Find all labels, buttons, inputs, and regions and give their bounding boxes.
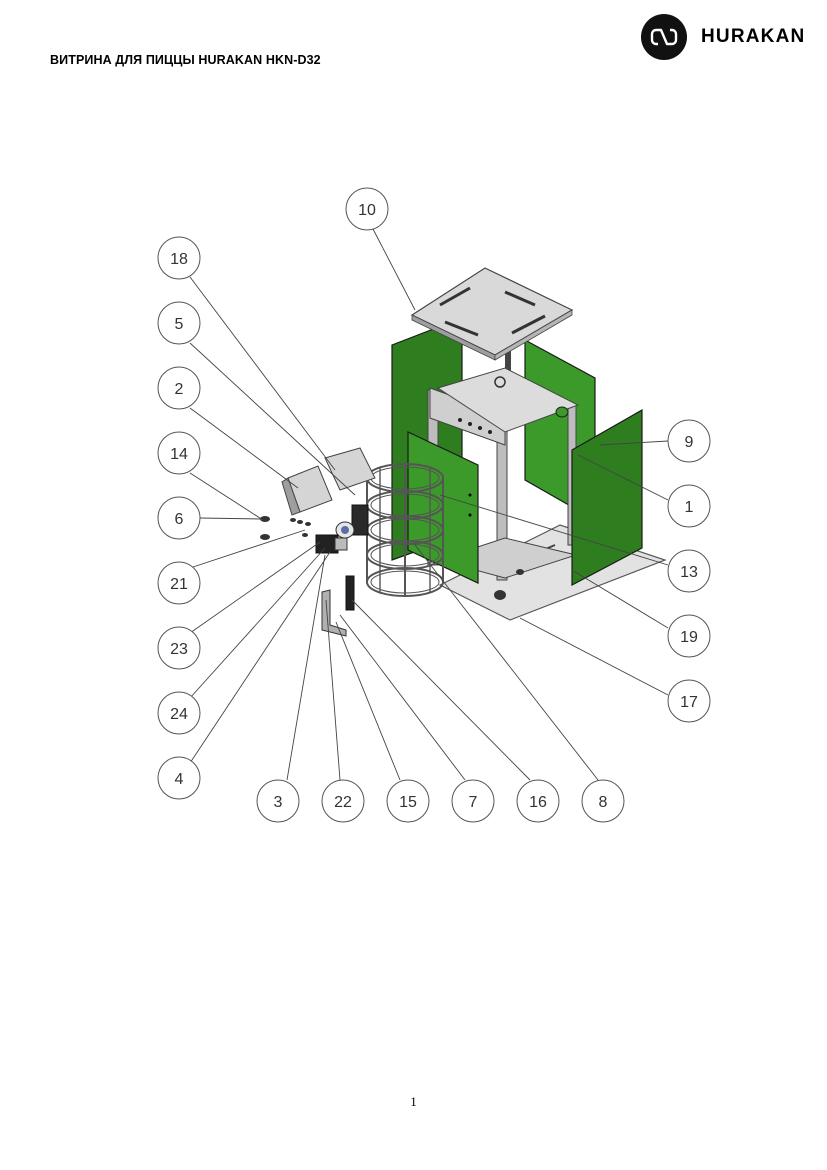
- callout-14: 14: [157, 431, 201, 475]
- svg-text:23: 23: [170, 641, 188, 658]
- callout-7: 7: [451, 779, 495, 823]
- callout-23: 23: [157, 626, 201, 670]
- hurakan-logo-icon: [641, 14, 687, 60]
- callout-13: 13: [667, 549, 711, 593]
- brand-name: HURAKAN: [701, 26, 806, 47]
- callout-15: 15: [386, 779, 430, 823]
- document-title: ВИТРИНА ДЛЯ ПИЦЦЫ HURAKAN HKN-D32: [50, 53, 321, 67]
- svg-text:5: 5: [175, 316, 184, 333]
- svg-text:13: 13: [680, 564, 698, 581]
- svg-text:7: 7: [469, 794, 478, 811]
- callout-10: 10: [345, 187, 389, 231]
- callout-2: 2: [157, 366, 201, 410]
- callout-19: 19: [667, 614, 711, 658]
- svg-text:10: 10: [358, 202, 376, 219]
- svg-text:24: 24: [170, 706, 188, 723]
- svg-text:9: 9: [685, 434, 694, 451]
- callout-21: 21: [157, 561, 201, 605]
- svg-text:4: 4: [175, 771, 184, 788]
- svg-text:3: 3: [274, 794, 283, 811]
- svg-text:1: 1: [685, 499, 694, 516]
- callout-9: 9: [667, 419, 711, 463]
- svg-text:18: 18: [170, 251, 188, 268]
- callout-labels: 10 18 5 2 14 6 21 23 24 4 3 22 15 7 16 8…: [157, 187, 711, 823]
- svg-text:15: 15: [399, 794, 417, 811]
- top-lid: [410, 267, 574, 361]
- svg-text:21: 21: [170, 576, 188, 593]
- callout-1: 1: [667, 484, 711, 528]
- callout-4: 4: [157, 756, 201, 800]
- svg-text:8: 8: [599, 794, 608, 811]
- callout-18: 18: [157, 236, 201, 280]
- callout-16: 16: [516, 779, 560, 823]
- callout-6: 6: [157, 496, 201, 540]
- leader-lines: [189, 228, 669, 781]
- rotating-rack: [366, 463, 444, 597]
- brand-logo: HURAKAN: [641, 14, 805, 60]
- svg-text:17: 17: [680, 694, 698, 711]
- callout-8: 8: [581, 779, 625, 823]
- callout-24: 24: [157, 691, 201, 735]
- svg-text:6: 6: [175, 511, 184, 528]
- callout-17: 17: [667, 679, 711, 723]
- svg-text:22: 22: [334, 794, 352, 811]
- svg-text:16: 16: [529, 794, 547, 811]
- svg-text:19: 19: [680, 629, 698, 646]
- callout-3: 3: [256, 779, 300, 823]
- callout-22: 22: [321, 779, 365, 823]
- svg-text:2: 2: [175, 381, 184, 398]
- page-number: 1: [410, 1094, 417, 1109]
- svg-text:14: 14: [170, 446, 188, 463]
- callout-5: 5: [157, 301, 201, 345]
- drive-assembly: [260, 447, 376, 554]
